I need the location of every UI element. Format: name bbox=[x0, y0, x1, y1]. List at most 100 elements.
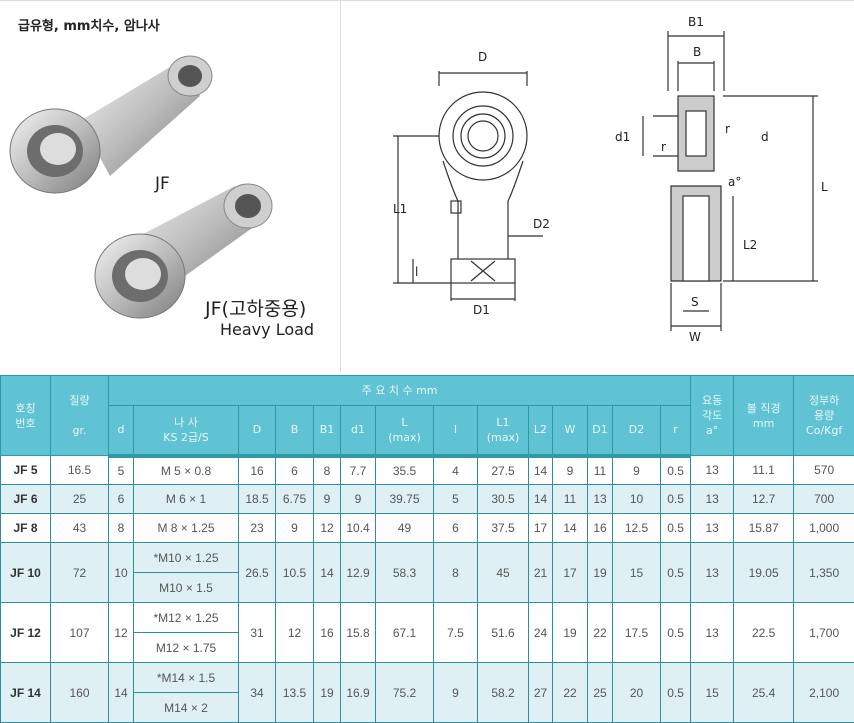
cell-D1: 16 bbox=[588, 514, 613, 543]
cell-W: 14 bbox=[553, 514, 588, 543]
cell-mass: 72 bbox=[51, 543, 109, 603]
col-D1: D1 bbox=[588, 406, 613, 456]
cell-thread: M12 × 1.75 bbox=[134, 633, 239, 663]
dim-D1: D1 bbox=[473, 303, 490, 317]
dim-L2: L2 bbox=[743, 238, 757, 252]
col-name: 호칭 번호 bbox=[1, 376, 51, 456]
dim-L1: L1 bbox=[393, 202, 407, 216]
cell-mass: 107 bbox=[51, 603, 109, 663]
col-L: L(max) bbox=[376, 406, 434, 456]
dim-B1: B1 bbox=[688, 15, 704, 29]
col-B1: B1 bbox=[314, 406, 341, 456]
cell-name: JF 8 bbox=[1, 514, 51, 543]
dim-r2: r bbox=[661, 140, 666, 154]
col-D: D bbox=[239, 406, 276, 456]
cell-D2: 10 bbox=[613, 485, 661, 514]
dim-B: B bbox=[693, 45, 701, 59]
technical-drawing: D L1 l D2 D1 B1 B d1 r d r a° L L2 bbox=[343, 1, 854, 373]
cell-L: 49 bbox=[376, 514, 434, 543]
cell-angle: 13 bbox=[691, 514, 734, 543]
cell-d1: 7.7 bbox=[341, 456, 376, 485]
col-mass-unit: gr. bbox=[51, 423, 108, 438]
col-L-sub: (max) bbox=[376, 430, 433, 445]
dimension-drawing: D L1 l D2 D1 B1 B d1 r d r a° L L2 bbox=[343, 1, 854, 373]
dim-r: r bbox=[725, 122, 730, 136]
cell-D1: 22 bbox=[588, 603, 613, 663]
col-load-label: 정부하 용량 bbox=[794, 393, 854, 423]
cell-angle: 13 bbox=[691, 456, 734, 485]
cell-ball: 12.7 bbox=[734, 485, 794, 514]
cell-thread: *M14 × 1.5 bbox=[134, 663, 239, 693]
cell-thread: *M10 × 1.25 bbox=[134, 543, 239, 573]
col-L1-label: L1 bbox=[478, 415, 528, 430]
cell-B: 9 bbox=[276, 514, 314, 543]
dim-d: d bbox=[761, 130, 769, 144]
cell-ball: 15.87 bbox=[734, 514, 794, 543]
cell-B: 12 bbox=[276, 603, 314, 663]
section-view: B1 B d1 r d r a° L L2 S W bbox=[615, 15, 828, 344]
cell-r: 0.5 bbox=[661, 603, 691, 663]
cell-load: 1,000 bbox=[794, 514, 854, 543]
cell-d: 10 bbox=[109, 543, 134, 603]
label-jf-heavy: JF(고하중용) bbox=[205, 294, 306, 321]
cell-l: 4 bbox=[434, 456, 478, 485]
cell-W: 17 bbox=[553, 543, 588, 603]
col-l: l bbox=[434, 406, 478, 456]
cell-B1: 12 bbox=[314, 514, 341, 543]
cell-d1: 10.4 bbox=[341, 514, 376, 543]
cell-L1: 30.5 bbox=[478, 485, 529, 514]
cell-B: 6 bbox=[276, 456, 314, 485]
cell-D1: 11 bbox=[588, 456, 613, 485]
cell-angle: 13 bbox=[691, 543, 734, 603]
col-W: W bbox=[553, 406, 588, 456]
cell-L2: 24 bbox=[529, 603, 553, 663]
col-B: B bbox=[276, 406, 314, 456]
col-mass-label: 질량 bbox=[51, 393, 108, 408]
cell-L1: 45 bbox=[478, 543, 529, 603]
label-jf: JF bbox=[155, 174, 170, 194]
cell-L2: 14 bbox=[529, 485, 553, 514]
cell-l: 5 bbox=[434, 485, 478, 514]
col-L2: L2 bbox=[529, 406, 553, 456]
cell-d1: 9 bbox=[341, 485, 376, 514]
col-angle-label: 요동 각도 bbox=[691, 393, 733, 423]
cell-ball: 11.1 bbox=[734, 456, 794, 485]
cell-angle: 13 bbox=[691, 603, 734, 663]
col-load-unit: Co/Kgf bbox=[794, 423, 854, 438]
dim-angle: a° bbox=[728, 175, 741, 189]
cell-D1: 13 bbox=[588, 485, 613, 514]
cell-name: JF 5 bbox=[1, 456, 51, 485]
col-angle-unit: a° bbox=[691, 423, 733, 438]
cell-load: 1,700 bbox=[794, 603, 854, 663]
col-r: r bbox=[661, 406, 691, 456]
label-heavy-load: Heavy Load bbox=[220, 320, 314, 339]
dim-D: D bbox=[478, 50, 487, 64]
cell-thread: M 5 × 0.8 bbox=[134, 456, 239, 485]
cell-D2: 15 bbox=[613, 543, 661, 603]
cell-mass: 43 bbox=[51, 514, 109, 543]
cell-L: 35.5 bbox=[376, 456, 434, 485]
cell-thread: M 6 × 1 bbox=[134, 485, 239, 514]
cell-D2: 17.5 bbox=[613, 603, 661, 663]
cell-B1: 16 bbox=[314, 603, 341, 663]
cell-d1: 15.8 bbox=[341, 603, 376, 663]
dim-L: L bbox=[821, 180, 828, 194]
dim-d1: d1 bbox=[615, 130, 630, 144]
cell-D: 31 bbox=[239, 603, 276, 663]
col-main-dimensions: 주 요 치 수 mm bbox=[109, 376, 691, 406]
cell-W: 11 bbox=[553, 485, 588, 514]
col-thread-label: 나 사 bbox=[134, 415, 238, 430]
cell-L1: 37.5 bbox=[478, 514, 529, 543]
col-D2: D2 bbox=[613, 406, 661, 456]
cell-B1: 14 bbox=[314, 543, 341, 603]
cell-L2: 17 bbox=[529, 514, 553, 543]
